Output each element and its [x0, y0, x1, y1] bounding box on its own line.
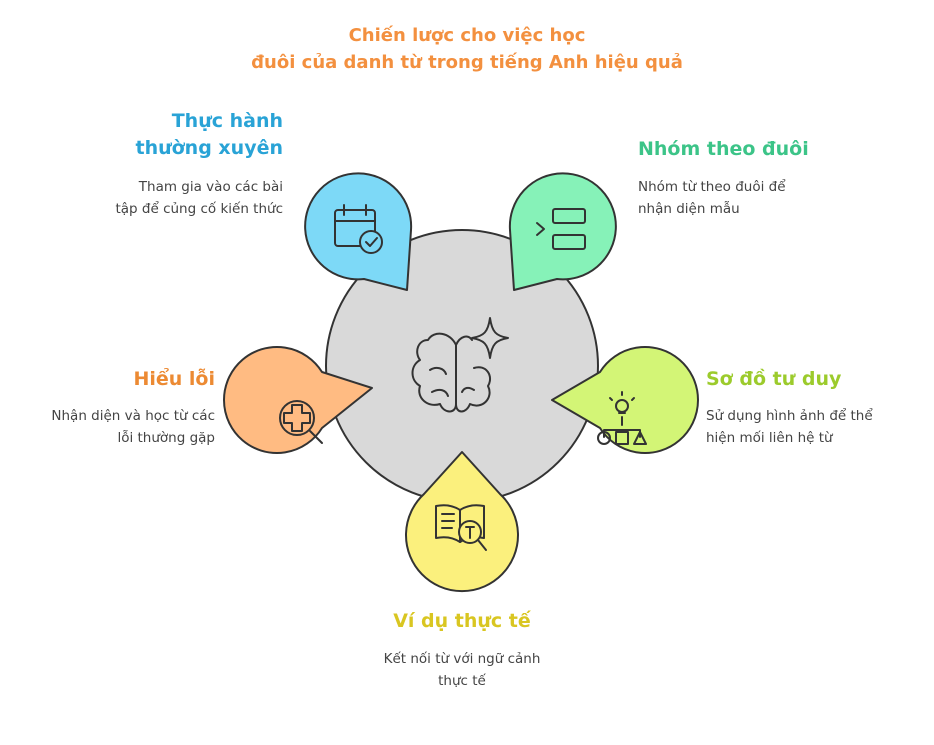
- calendar-check-icon: [334, 204, 383, 254]
- example-heading-text: Ví dụ thực tế: [393, 610, 531, 632]
- group-desc-line-1: Nhóm từ theo đuôi để: [638, 179, 786, 195]
- mindmap-description: Sử dụng hình ảnh để thể hiện mối liên hệ…: [706, 405, 873, 449]
- mindmap-desc-line-1: Sử dụng hình ảnh để thể: [706, 408, 873, 424]
- practice-desc-line-1: Tham gia vào các bài: [138, 179, 283, 195]
- medical-search-icon: [279, 400, 323, 444]
- title-line-2: đuôi của danh từ trong tiếng Anh hiệu qu…: [251, 52, 683, 73]
- group-heading: Nhóm theo đuôi: [638, 136, 809, 163]
- practice-description: Tham gia vào các bài tập để củng cố kiến…: [115, 176, 283, 220]
- mindmap-desc-line-2: hiện mối liên hệ từ: [706, 430, 833, 446]
- brain-sparkle-icon: [411, 317, 509, 413]
- example-desc-line-1: Kết nối từ với ngữ cảnh: [383, 651, 541, 667]
- group-description: Nhóm từ theo đuôi để nhận diện mẫu: [638, 176, 786, 220]
- idea-diagram-icon: [597, 391, 647, 445]
- errors-desc-line-1: Nhận diện và học từ các: [51, 408, 215, 424]
- group-pin: [508, 172, 617, 291]
- errors-description: Nhận diện và học từ các lỗi thường gặp: [51, 405, 215, 449]
- mindmap-heading: Sơ đồ tư duy: [706, 366, 841, 393]
- group-heading-text: Nhóm theo đuôi: [638, 138, 809, 160]
- practice-heading: Thực hành thường xuyên: [135, 108, 283, 162]
- book-search-icon: [435, 504, 487, 551]
- example-description: Kết nối từ với ngữ cảnh thực tế: [312, 648, 612, 692]
- errors-desc-line-2: lỗi thường gặp: [117, 430, 215, 446]
- example-pin: [405, 451, 519, 593]
- practice-pin: [304, 172, 413, 291]
- errors-pin: [223, 346, 373, 454]
- errors-heading: Hiểu lỗi: [133, 366, 215, 393]
- mindmap-heading-text: Sơ đồ tư duy: [706, 368, 842, 390]
- example-desc-line-2: thực tế: [438, 673, 486, 689]
- practice-desc-line-2: tập để củng cố kiến thức: [115, 201, 283, 217]
- title-line-1: Chiến lược cho việc học: [348, 25, 586, 46]
- practice-heading-line-1: Thực hành: [171, 110, 283, 132]
- group-list-icon: [536, 208, 586, 250]
- example-heading: Ví dụ thực tế: [312, 608, 612, 635]
- errors-heading-text: Hiểu lỗi: [133, 368, 215, 390]
- practice-heading-line-2: thường xuyên: [135, 137, 283, 159]
- diagram-title: Chiến lược cho việc học đuôi của danh từ…: [0, 22, 934, 76]
- mindmap-pin: [551, 346, 699, 454]
- group-desc-line-2: nhận diện mẫu: [638, 201, 740, 217]
